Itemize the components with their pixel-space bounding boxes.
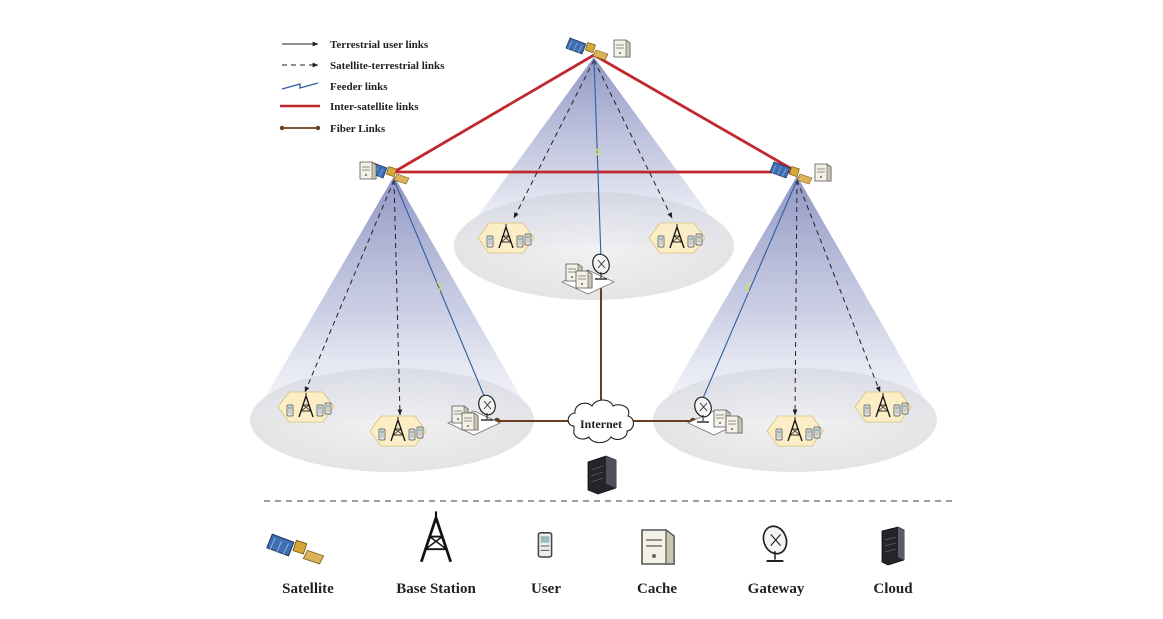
ground-cell bbox=[478, 223, 534, 253]
icon-legend: Satellite Base Station User Cache Gatewa… bbox=[266, 510, 913, 597]
legend-inter-satellite: Inter-satellite links bbox=[280, 101, 419, 113]
cache-icon bbox=[613, 39, 631, 58]
satellite-right bbox=[769, 161, 832, 185]
satellite-label: Satellite bbox=[282, 581, 334, 597]
internet-cloud: Internet bbox=[567, 399, 635, 444]
legend-feeder: Feeder links bbox=[281, 81, 388, 93]
internet-cloud-icon bbox=[567, 399, 635, 444]
satellite-icon bbox=[769, 161, 813, 185]
legend-fiber: Fiber Links bbox=[279, 123, 386, 135]
gateway-label: Gateway bbox=[748, 581, 805, 597]
beam-cone-left bbox=[252, 176, 534, 420]
ground-cell bbox=[649, 223, 705, 253]
ground-cell bbox=[370, 416, 426, 446]
internet-label: Internet bbox=[580, 417, 622, 431]
base-station-icon bbox=[419, 510, 453, 564]
cache-label: Cache bbox=[637, 581, 677, 597]
icon-legend-cache: Cache bbox=[637, 529, 677, 597]
cache-icon bbox=[359, 161, 377, 180]
link-legend: Terrestrial user links Satellite-terrest… bbox=[279, 39, 445, 135]
cloud-label: Cloud bbox=[873, 581, 913, 597]
cloud-server bbox=[587, 455, 617, 495]
legend-satellite-terrestrial: Satellite-terrestrial links bbox=[282, 60, 445, 72]
gateway-center bbox=[561, 251, 615, 295]
base-station-label: Base Station bbox=[396, 581, 476, 597]
gateway-left bbox=[447, 392, 501, 436]
satellite-icon bbox=[565, 37, 609, 61]
ground-cell bbox=[278, 392, 334, 422]
icon-legend-cloud: Cloud bbox=[873, 526, 913, 597]
gateway-icon bbox=[758, 522, 792, 562]
inter-satellite-links bbox=[393, 53, 798, 174]
icon-legend-user: User bbox=[531, 531, 561, 597]
icon-legend-satellite: Satellite bbox=[266, 533, 334, 597]
ground-cell bbox=[767, 416, 823, 446]
ground-cell bbox=[855, 392, 911, 422]
icon-legend-gateway: Gateway bbox=[748, 522, 805, 597]
cloud-server-icon bbox=[881, 526, 905, 566]
satellite-terrestrial-links bbox=[304, 59, 881, 416]
legend-feeder-label: Feeder links bbox=[330, 81, 388, 93]
satellite-top bbox=[565, 37, 631, 61]
gateway-right bbox=[687, 394, 743, 436]
cache-icon bbox=[461, 412, 479, 431]
legend-inter-sat-label: Inter-satellite links bbox=[330, 101, 419, 113]
legend-sat-terrestrial-label: Satellite-terrestrial links bbox=[330, 60, 445, 72]
cache-icon bbox=[641, 529, 675, 565]
user-label: User bbox=[531, 581, 561, 597]
user-icon bbox=[537, 531, 553, 559]
feeder-links bbox=[393, 59, 798, 406]
cache-icon bbox=[575, 270, 593, 289]
cache-icon bbox=[814, 163, 832, 182]
legend-terrestrial: Terrestrial user links bbox=[282, 39, 429, 51]
legend-terrestrial-label: Terrestrial user links bbox=[330, 39, 429, 51]
satellite-icon bbox=[266, 533, 325, 565]
beam-cone-center bbox=[456, 57, 732, 246]
icon-legend-base-station: Base Station bbox=[396, 510, 476, 597]
legend-fiber-label: Fiber Links bbox=[330, 123, 386, 135]
cache-icon bbox=[725, 415, 743, 434]
